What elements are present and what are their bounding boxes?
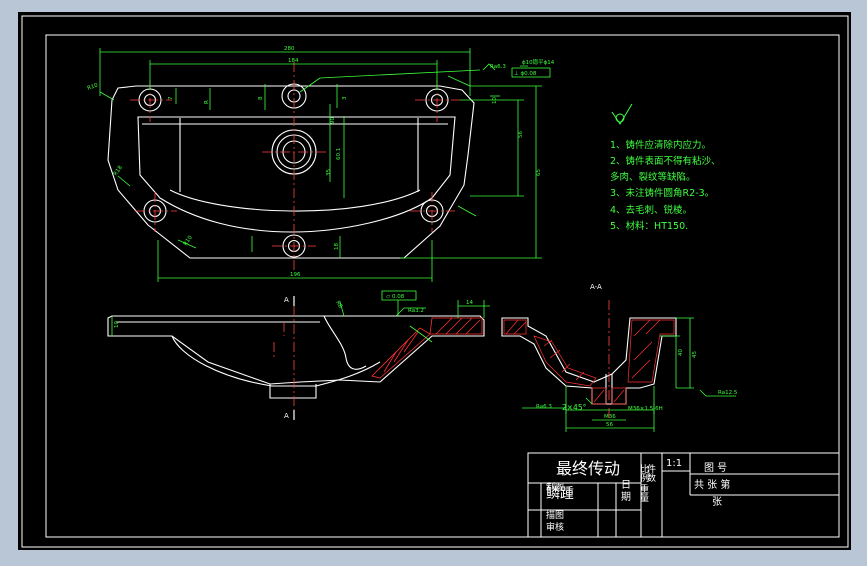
- section-marker-bottom: A: [284, 412, 289, 420]
- elev-thickness: 14: [466, 300, 473, 306]
- canvas-background: [18, 12, 851, 550]
- plan-hull: [169, 189, 421, 212]
- dim-bottom-overall: 196: [290, 272, 301, 278]
- dim-r-bottomleft: R10: [183, 234, 194, 247]
- sec-width: 56: [606, 422, 613, 428]
- note-line-1: 1、铸件应清除内应力。: [610, 139, 711, 151]
- elev-roughness: Ra3.2: [408, 308, 424, 314]
- elevation-view: [107, 315, 485, 399]
- elevation-rib: [323, 315, 367, 370]
- note-line-5: 4、去毛刺、锐棱。: [610, 204, 692, 216]
- dim-top-overall: 280: [284, 46, 295, 52]
- dim-r-topleft: R10: [87, 82, 100, 92]
- elevation-dimensions: [111, 290, 490, 343]
- dim-center-v2: 3: [342, 96, 348, 100]
- date-label-2: 期: [621, 491, 631, 503]
- elev-left-height: 10: [114, 321, 120, 328]
- part-name: 最终传动: [556, 459, 620, 478]
- elevation-centerlines: [273, 306, 295, 416]
- dim-bottom-lower: 18: [334, 243, 340, 250]
- section-dimension-text: 40 45 Ra6.3 2×45° M36 M36×1.5-6H 56 Ra12…: [536, 349, 738, 428]
- sheet-outer-border: [21, 15, 849, 548]
- section-outline: [501, 317, 677, 405]
- sec-dim-h1: 40: [678, 349, 684, 356]
- sec-chamfer: 2×45°: [562, 403, 587, 412]
- dim-top-inner: 184: [288, 58, 299, 64]
- title-block-text: 最终传动 比例 1:1 图 号 件数 重量 共 张 第 张 鳞踵 制图 描图 审…: [546, 458, 730, 533]
- dim-left-v2: R: [204, 100, 210, 104]
- elevation-bowl: [171, 335, 381, 387]
- scale-value: 1:1: [666, 458, 682, 469]
- technical-notes: 1、铸件应清除内应力。 2、铸件表面不得有粘沙、 多肉、裂纹等缺陷。 3、未注铸…: [610, 139, 721, 232]
- total-label: 共 张 第: [694, 478, 730, 491]
- sec-dim-h2: 45: [692, 351, 698, 358]
- title-block-lines: [527, 452, 840, 538]
- elevation-hatch: [371, 317, 483, 379]
- sec-bore: M36: [604, 414, 616, 420]
- sheet-label: 张: [712, 496, 722, 508]
- dim-center-v1: 8: [258, 96, 264, 100]
- date-label-1: 日: [621, 480, 631, 491]
- section-marker-top: A: [284, 296, 289, 304]
- count-label: 件数: [645, 463, 656, 483]
- note-line-6: 5、材料：HT150.: [610, 220, 688, 232]
- design-label: 制图: [546, 481, 564, 493]
- section-hatch: [503, 319, 675, 405]
- elevation-dimension-text: ▱ 0.08 Ra3.2 14 10 R8: [114, 294, 473, 328]
- note-line-4: 3、未注铸件圆角R2-3。: [610, 187, 714, 199]
- plan-inner-basin: [137, 116, 456, 233]
- review-label: 描图: [546, 509, 564, 521]
- company-stacked: 鳞踵: [546, 486, 574, 502]
- dim-center-h1: 90: [330, 117, 336, 124]
- dim-center-h2: 60.1: [336, 148, 342, 160]
- dim-right-v1: 56: [518, 131, 524, 138]
- drawing-no-label: 图 号: [704, 462, 727, 474]
- elevation-boss: [269, 384, 317, 399]
- dim-perp-frame: ⊥ ϕ0.08: [514, 71, 537, 77]
- dim-hole-callout: ϕ10锪平ϕ14: [522, 58, 555, 66]
- elev-flatness: ▱ 0.08: [386, 294, 405, 300]
- plan-dimension-text: 280 184 ϕ10锪平ϕ14 ⊥ ϕ0.08 Ra6.3 R10 R18 R…: [87, 46, 555, 278]
- note-line-2: 2、铸件表面不得有粘沙、: [610, 155, 721, 167]
- sec-roughness-right: Ra12.5: [718, 390, 738, 396]
- dim-right-v2: 65: [536, 169, 542, 176]
- scale-label: 比例: [638, 463, 649, 483]
- dim-r-left: R18: [113, 164, 124, 177]
- sec-thread: M36×1.5-6H: [628, 406, 663, 412]
- dim-roughness-callout: Ra6.3: [490, 64, 506, 70]
- note-line-3: 多肉、裂纹等缺陷。: [610, 171, 696, 183]
- section-dimensions: [522, 317, 736, 432]
- audit-label: 审核: [546, 521, 564, 533]
- sheet-inner-border: [45, 34, 840, 538]
- dim-bottom-v: 35: [326, 169, 332, 176]
- plan-dimensions: [99, 48, 551, 282]
- elevation-flange: [107, 315, 485, 385]
- sec-roughness-left: Ra6.3: [536, 404, 552, 410]
- dim-left-v1: 7: [168, 96, 174, 100]
- weight-label: 重量: [638, 483, 649, 502]
- section-title: A-A: [590, 283, 602, 291]
- plan-inner-lower: [179, 118, 419, 192]
- dim-right-small: 10: [492, 97, 498, 104]
- plan-outer-outline: [107, 85, 475, 259]
- elev-angle: R8: [334, 300, 343, 310]
- roughness-symbol: [611, 103, 633, 125]
